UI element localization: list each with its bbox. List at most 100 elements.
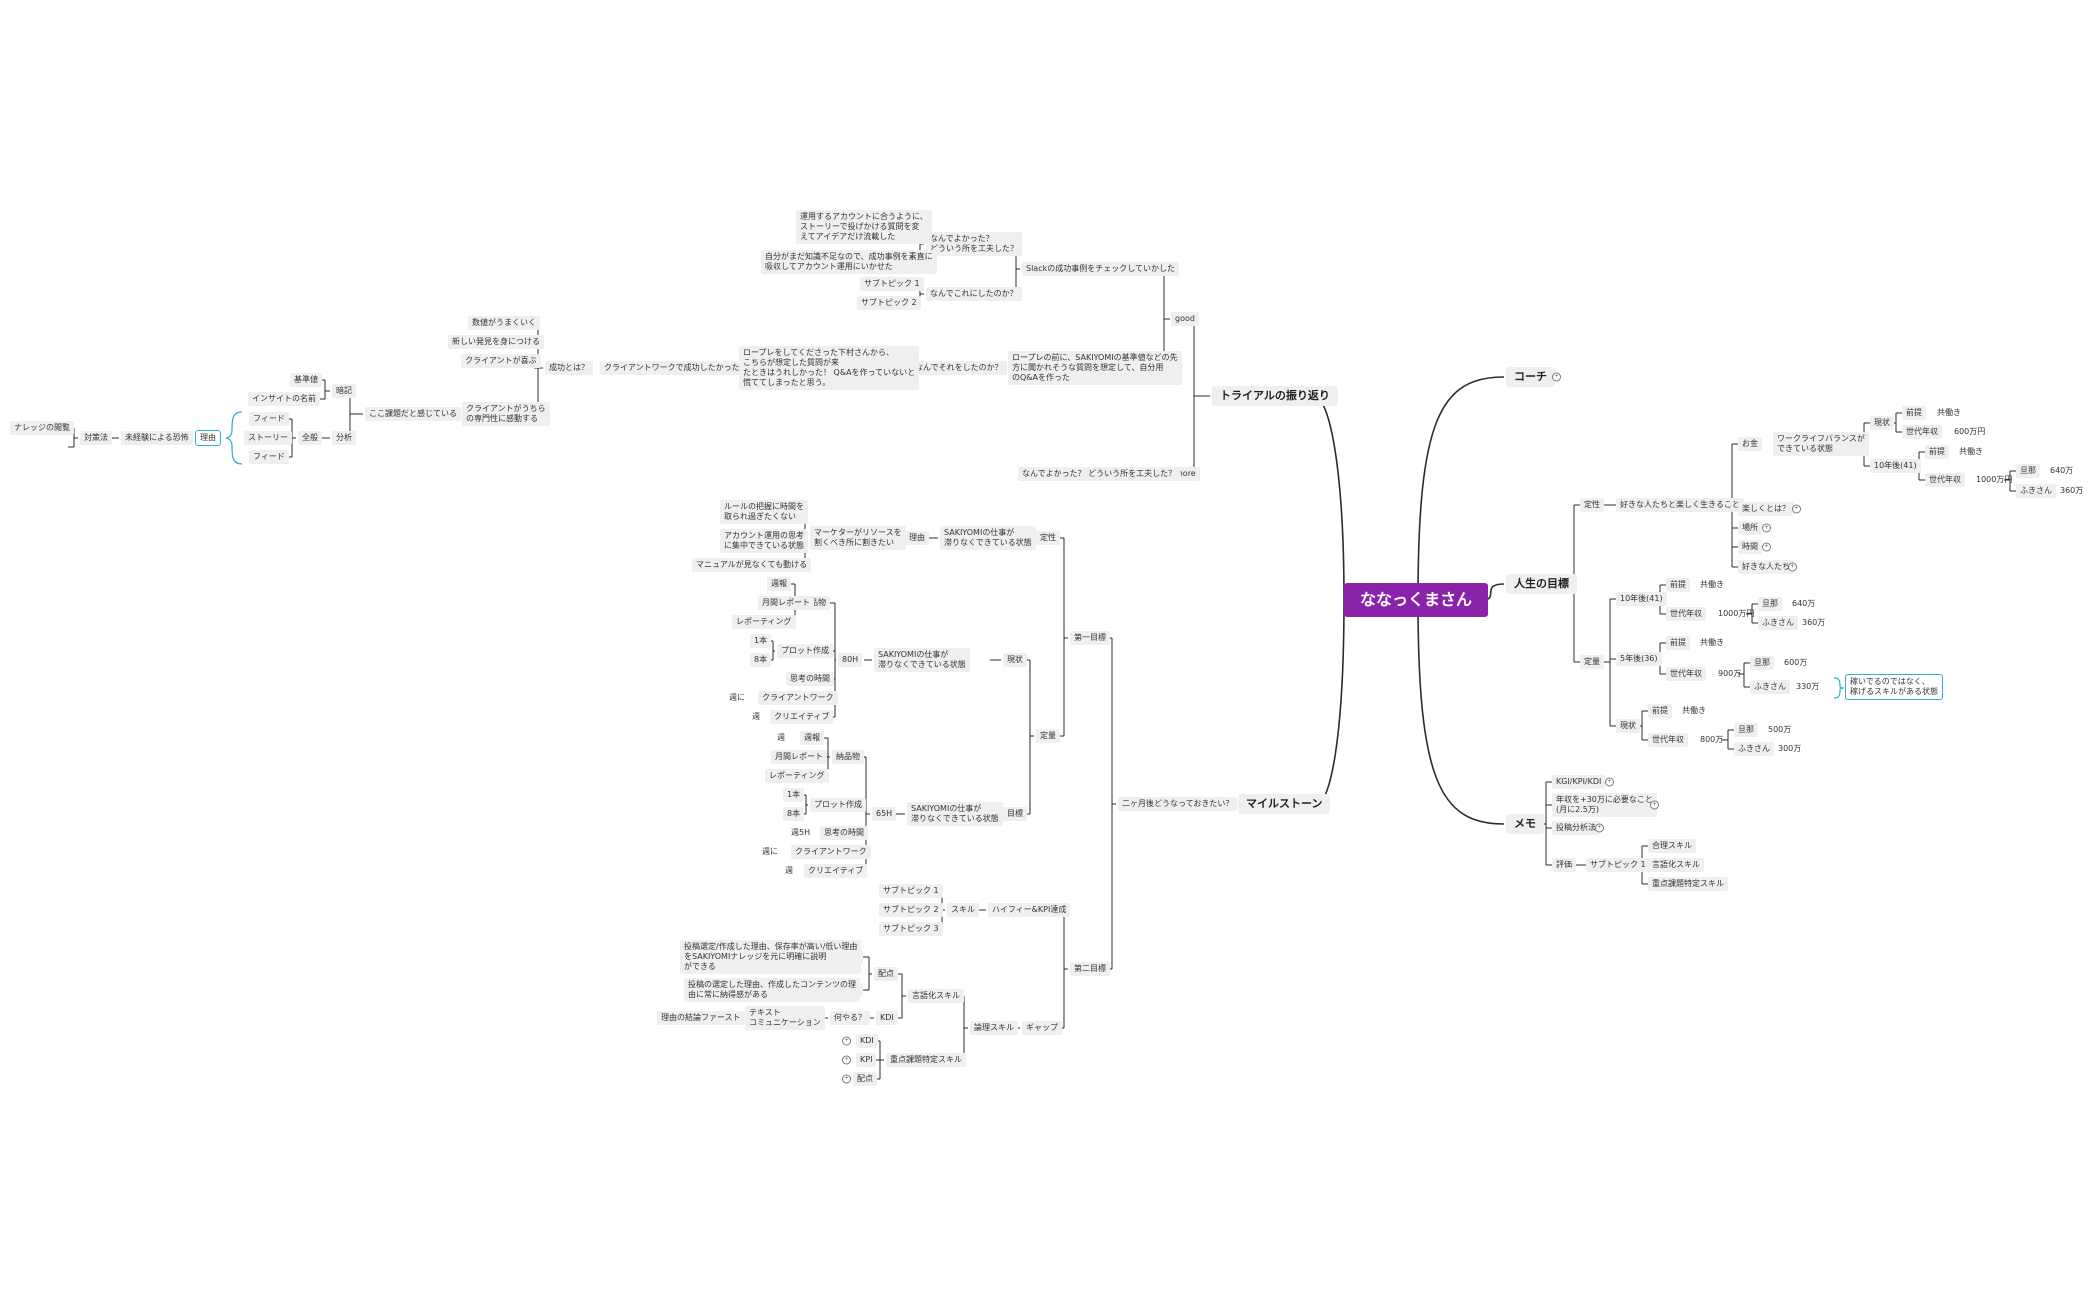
collapse-badge-time[interactable]: + <box>1762 542 1771 552</box>
branch-coach[interactable]: コーチ <box>1506 367 1555 387</box>
collapse-badge-coach[interactable]: + <box>1552 372 1561 382</box>
node-money[interactable]: お金 <box>1738 437 1762 451</box>
node-rules[interactable]: ルールの把握に時間を 取られ過ぎたくない <box>720 500 808 524</box>
node-manual[interactable]: マニュアルが見なくても動ける <box>692 558 812 572</box>
node-gap[interactable]: ギャップ <box>1022 1021 1062 1035</box>
node-what-fun[interactable]: 楽しくとは？ <box>1738 502 1794 516</box>
node-account-ops[interactable]: アカウント運用の思考 に集中できている状態 <box>720 529 808 553</box>
node-sub3[interactable]: サブトピック 3 <box>879 922 943 936</box>
node-eight-1[interactable]: 8本 <box>750 653 772 667</box>
node-success-is[interactable]: 成功とは？ <box>545 361 593 375</box>
node-q-after10[interactable]: 10年後(41) <box>1616 592 1667 606</box>
node-logic-skill[interactable]: 論理スキル <box>970 1021 1018 1035</box>
node-current[interactable]: 現状 <box>1003 653 1027 667</box>
node-q-after5[interactable]: 5年後(36) <box>1616 652 1662 666</box>
node-plot-2[interactable]: プロット作成 <box>810 798 866 812</box>
node-alloc2[interactable]: 配点 <box>853 1072 877 1086</box>
node-roleplay-reason[interactable]: ロープレをしてくださった下村さんから、 こちらが想定した質問が来 たときはうれし… <box>739 346 920 390</box>
node-deliverables-2[interactable]: 納品物 <box>832 750 864 764</box>
node-one-1[interactable]: 1本 <box>750 634 772 648</box>
node-verbal-skill[interactable]: 言語化スキル <box>908 989 964 1003</box>
node-q-1000[interactable]: 1000万円 <box>1718 609 1755 618</box>
node-sakiyomi-work[interactable]: SAKIYOMIの仕事が 滞りなくできている状態 <box>940 526 1036 550</box>
node-detail-2[interactable]: 自分がまだ知識不足なので、成功事例を素直に 吸収してアカウント運用にいかせた <box>761 250 937 274</box>
node-q-work-target[interactable]: SAKIYOMIの仕事が 滞りなくできている状態 <box>907 802 1003 826</box>
node-evaluation[interactable]: 評価 <box>1552 858 1576 872</box>
collapse-badge-post[interactable]: + <box>1595 823 1604 833</box>
node-income[interactable]: 年収を+30万に必要なこと (月に2.5万) <box>1552 793 1657 817</box>
node-target[interactable]: 目標 <box>1003 807 1027 821</box>
collapse-badge-income[interactable]: + <box>1650 800 1659 810</box>
node-640-1[interactable]: 640万 <box>2050 466 2074 475</box>
node-wife-1[interactable]: ふきさん <box>2016 484 2056 498</box>
node-q-husband-2[interactable]: 旦那 <box>1750 656 1774 670</box>
node-premise-2[interactable]: 前提 <box>1925 445 1949 459</box>
node-kgi[interactable]: KGI/KPI/KDI <box>1552 775 1606 789</box>
branch-life-goal[interactable]: 人生の目標 <box>1506 574 1577 594</box>
node-client-impressed[interactable]: クライアントがうちら の専門性に感動する <box>462 402 550 426</box>
node-household-2[interactable]: 世代年収 <box>1925 473 1965 487</box>
node-reporting-2[interactable]: レポーティング <box>765 769 829 783</box>
node-kpi[interactable]: KPI <box>856 1053 877 1067</box>
node-week-3[interactable]: 週 <box>785 866 793 875</box>
node-text-comm[interactable]: テキスト コミュニケーション <box>745 1006 825 1030</box>
node-360-1[interactable]: 360万 <box>2060 486 2084 495</box>
node-dual-1[interactable]: 共働き <box>1937 408 1961 417</box>
node-life-quantitative[interactable]: 定量 <box>1580 655 1604 669</box>
node-wlb[interactable]: ワークライフバランスが できている状態 <box>1773 432 1869 456</box>
root-topic[interactable]: ななっくまさん <box>1344 583 1489 617</box>
node-q-wife-2[interactable]: ふきさん <box>1750 680 1790 694</box>
node-fun[interactable]: 好きな人たちと楽しく生きること <box>1616 498 1744 512</box>
node-q-premise-3[interactable]: 前提 <box>1648 704 1672 718</box>
collapse-badge-what-fun[interactable]: + <box>1792 504 1801 514</box>
node-story[interactable]: ストーリー <box>244 431 292 445</box>
node-client-success[interactable]: クライアントワークで成功したかった <box>600 361 744 375</box>
node-feed-1[interactable]: フィード <box>249 412 289 426</box>
node-focus-skill[interactable]: 重点課題特定スキル <box>886 1053 966 1067</box>
node-quantitative[interactable]: 定量 <box>1036 729 1060 743</box>
collapse-badge-kpi[interactable]: + <box>842 1055 851 1065</box>
node-now[interactable]: 現状 <box>1870 416 1894 430</box>
node-q-dual-3[interactable]: 共働き <box>1682 706 1706 715</box>
node-good[interactable]: good <box>1171 312 1199 326</box>
node-q-household-1[interactable]: 世代年収 <box>1666 607 1706 621</box>
node-q-husband-3[interactable]: 旦那 <box>1734 723 1758 737</box>
node-memo-subtopic[interactable]: サブトピック 1 <box>1586 858 1650 872</box>
branch-milestone[interactable]: マイルストーン <box>1238 794 1331 814</box>
collapse-badge-alloc2[interactable]: + <box>842 1074 851 1084</box>
branch-memo[interactable]: メモ <box>1506 814 1544 834</box>
node-qualitative[interactable]: 定性 <box>1036 531 1060 545</box>
node-fav-people[interactable]: 好きな人たち <box>1738 560 1794 574</box>
node-memo-focus[interactable]: 重点課題特定スキル <box>1648 877 1728 891</box>
node-reason[interactable]: 理由 <box>195 430 221 446</box>
node-knowledge[interactable]: ナレッジの閲覧 <box>10 421 74 435</box>
node-kdi[interactable]: KDI <box>876 1011 898 1025</box>
node-issues[interactable]: ここ課題だと感じている <box>365 407 461 421</box>
node-time[interactable]: 時間 <box>1738 540 1762 554</box>
node-husband-1[interactable]: 旦那 <box>2016 464 2040 478</box>
node-new-findings[interactable]: 新しい発見を身につける <box>448 335 544 349</box>
collapse-badge-fav[interactable]: + <box>1788 562 1797 572</box>
node-sub1[interactable]: サブトピック 1 <box>879 884 943 898</box>
node-q-wife-3[interactable]: ふきさん <box>1734 742 1774 756</box>
node-reason-9[interactable]: 投稿の選定した理由、作成したコンテンツの理 由に常に納得感がある <box>684 978 860 1002</box>
node-h65[interactable]: 65H <box>872 807 897 821</box>
node-slack[interactable]: Slackの成功事例をチェックしていかした <box>1022 262 1179 276</box>
node-allocation[interactable]: 配点 <box>874 967 898 981</box>
node-week-ni-2[interactable]: 週に <box>762 847 778 856</box>
node-hifi[interactable]: ハイフィー&KPI達成 <box>988 903 1071 917</box>
node-overall[interactable]: 全般 <box>298 431 322 445</box>
node-q-600[interactable]: 600万 <box>1784 658 1808 667</box>
node-weekly-2[interactable]: 週報 <box>800 731 824 745</box>
node-first-goal[interactable]: 第一目標 <box>1070 631 1110 645</box>
node-q-900[interactable]: 900万 <box>1718 669 1742 678</box>
node-countermeasure[interactable]: 対策法 <box>80 431 112 445</box>
node-post-analysis[interactable]: 投稿分析法 <box>1552 821 1600 835</box>
node-what-do[interactable]: 何やる？ <box>830 1011 870 1025</box>
node-memo-logic[interactable]: 合理スキル <box>1648 839 1696 853</box>
node-creative-2[interactable]: クリエイティブ <box>804 864 868 878</box>
node-sub2[interactable]: サブトピック 2 <box>879 903 943 917</box>
node-dual-2[interactable]: 共働き <box>1959 447 1983 456</box>
node-week-2[interactable]: 週 <box>777 733 785 742</box>
node-week-1[interactable]: 週 <box>752 712 760 721</box>
